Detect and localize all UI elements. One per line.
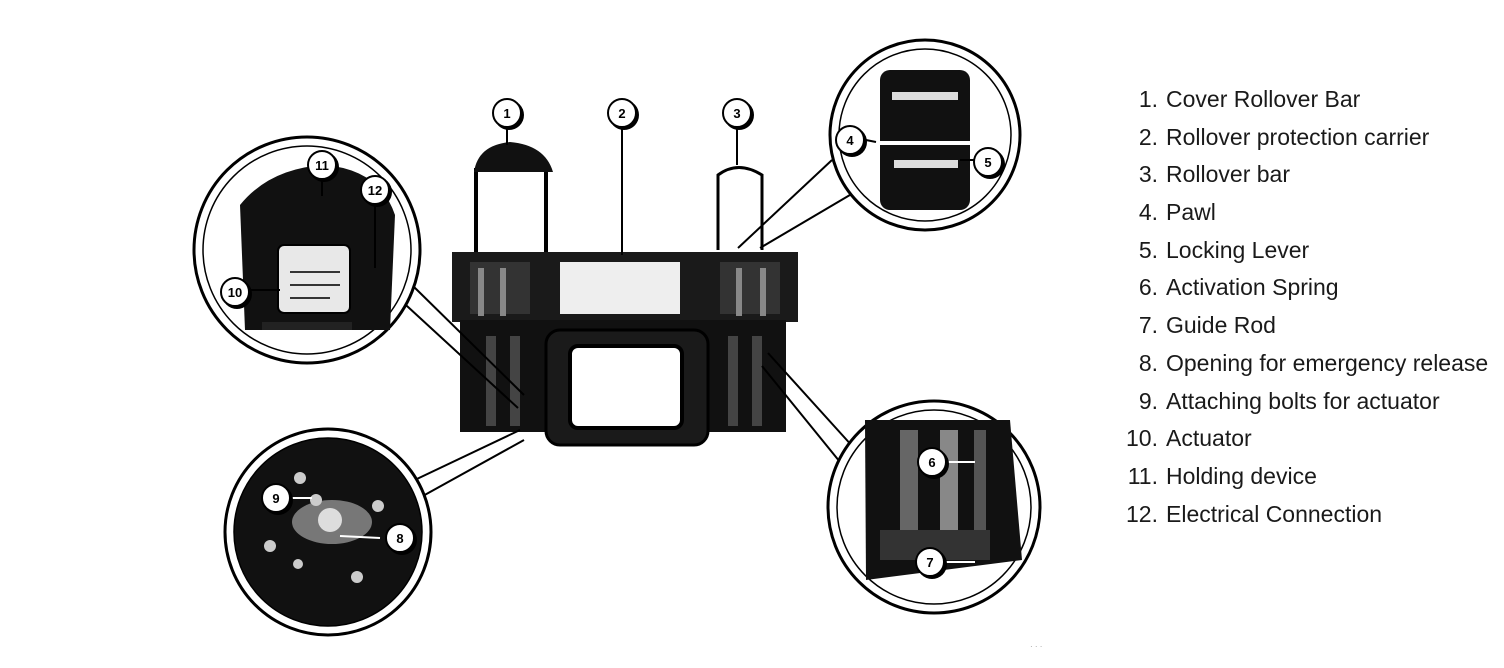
callout-number: 10: [228, 285, 242, 300]
callout-number: 1: [503, 106, 510, 121]
legend-item: 1. Cover Rollover Bar: [1112, 86, 1492, 113]
legend-label: Cover Rollover Bar: [1166, 86, 1361, 112]
legend-label: Electrical Connection: [1166, 500, 1383, 527]
legend-label: Activation Spring: [1166, 274, 1339, 301]
legend-number: 9.: [1138, 387, 1158, 414]
callout-5: 5: [973, 147, 1005, 179]
legend-label: Opening for emergency release: [1166, 349, 1489, 376]
callout-number: 3: [733, 106, 740, 121]
legend-item: 5. Locking Lever: [1112, 237, 1492, 264]
legend-label: Guide Rod: [1166, 312, 1276, 339]
legend-label: Locking Lever: [1166, 236, 1310, 263]
legend-label: Attaching bolts for actuator: [1166, 387, 1440, 414]
legend-label: Holding device: [1166, 462, 1317, 489]
legend-number: 6.: [1138, 274, 1158, 301]
legend-item: 3. Rollover bar: [1112, 161, 1492, 188]
legend-label: Pawl: [1166, 199, 1216, 226]
callout-11: 11: [307, 150, 339, 182]
callout-number: 12: [368, 183, 382, 198]
legend-item: 2. Rollover protection carrier: [1112, 124, 1492, 151]
callout-number: 2: [618, 106, 625, 121]
parts-legend: 1. Cover Rollover Bar 2. Rollover protectio…: [1112, 86, 1492, 538]
callout-number: 4: [846, 133, 854, 148]
callout-number: 6: [928, 455, 935, 470]
legend-number: 10.: [1126, 425, 1158, 452]
inset-spring-rod: [826, 399, 1042, 615]
svg-text:· · ·: · · ·: [1030, 642, 1042, 651]
legend-number: 7.: [1138, 312, 1158, 339]
callout-number: 8: [396, 531, 403, 546]
legend-item: 12. Electrical Connection: [1112, 501, 1492, 528]
legend-item: 10. Actuator: [1112, 425, 1492, 452]
legend-number: 2.: [1138, 123, 1158, 150]
callout-number: 9: [272, 491, 279, 506]
callout-4: 4: [835, 125, 867, 157]
legend-label: Actuator: [1166, 425, 1252, 452]
legend-number: 11.: [1127, 462, 1158, 489]
legend-item: 8. Opening for emergency release: [1112, 350, 1492, 377]
inset-pawl-lock: [828, 38, 1022, 232]
legend-number: 3.: [1138, 161, 1158, 188]
legend-item: 11. Holding device: [1112, 463, 1492, 490]
callout-number: 7: [926, 555, 933, 570]
callout-number: 5: [984, 155, 991, 170]
legend-item: 7. Guide Rod: [1112, 312, 1492, 339]
legend-number: 5.: [1138, 236, 1158, 263]
callout-12: 12: [360, 175, 392, 207]
legend-number: 1.: [1138, 86, 1158, 112]
callout-2: 2: [607, 98, 639, 130]
callout-9: 9: [261, 483, 293, 515]
legend-number: 4.: [1138, 199, 1158, 226]
inset-actuator: [192, 135, 422, 365]
main-assembly: [452, 142, 798, 447]
callout-3: 3: [722, 98, 754, 130]
legend-item: 6. Activation Spring: [1112, 274, 1492, 301]
legend-number: 8.: [1138, 349, 1158, 376]
legend-label: Rollover bar: [1166, 161, 1290, 188]
legend-item: 4. Pawl: [1112, 199, 1492, 226]
legend-label: Rollover protection carrier: [1166, 123, 1430, 150]
callout-6: 6: [917, 447, 949, 479]
callout-10: 10: [220, 277, 252, 309]
callout-number: 11: [315, 158, 329, 173]
legend-item: 9. Attaching bolts for actuator: [1112, 388, 1492, 415]
connector-lines: [394, 128, 856, 503]
legend-number: 12.: [1126, 500, 1158, 527]
callout-8: 8: [385, 523, 417, 555]
callout-7: 7: [915, 547, 947, 579]
callout-1: 1: [492, 98, 524, 130]
